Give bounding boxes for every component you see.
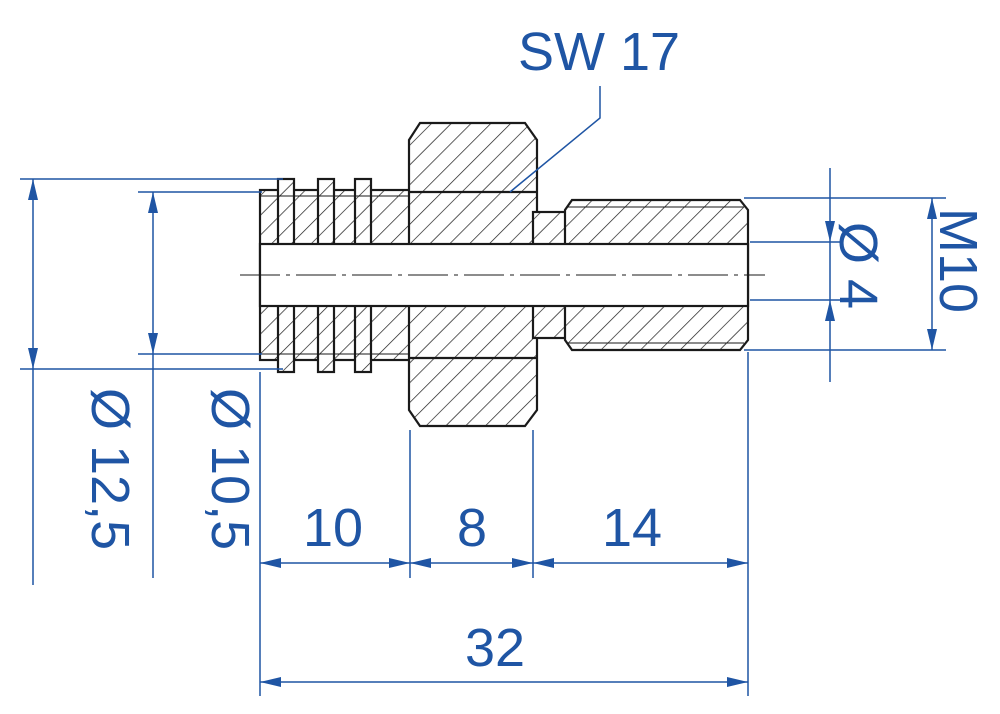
label-thread: M10 — [928, 208, 988, 313]
label-length-thread: 14 — [602, 498, 662, 558]
leader-wrench-size — [509, 86, 601, 193]
label-length-hex: 8 — [457, 498, 487, 558]
dimension-arrows — [28, 179, 937, 687]
label-length-grooved: 10 — [303, 498, 363, 558]
label-length-total: 32 — [465, 618, 525, 678]
label-outer-dia: Ø 12,5 — [80, 388, 140, 550]
label-bore-dia: Ø 4 — [828, 222, 888, 309]
dimensions — [20, 86, 946, 696]
label-wrench-size: SW 17 — [518, 22, 680, 82]
label-groove-dia: Ø 10,5 — [200, 388, 260, 550]
fitting-section — [240, 121, 765, 428]
